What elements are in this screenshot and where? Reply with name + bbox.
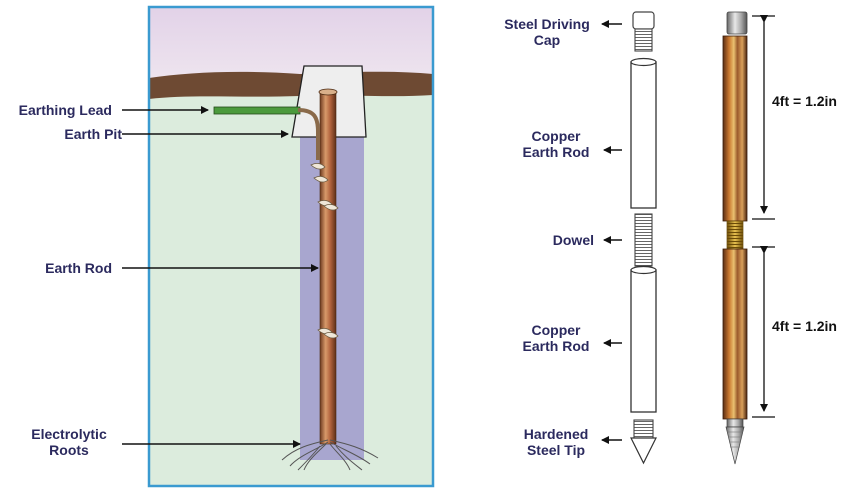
earth-pit-cross-section (147, 5, 435, 488)
dimension-lines (752, 15, 775, 418)
rod-top-cap (318, 88, 338, 96)
earthing-lead (213, 106, 301, 115)
label-steel-driving-cap-line2: Cap (533, 32, 561, 48)
label-electrolytic-roots: Electrolytic Roots (16, 426, 122, 458)
label-earth-rod: Earth Rod (45, 260, 112, 276)
left-pointer-arrows (122, 106, 319, 448)
assembled-tip-collar (726, 418, 744, 428)
label-electrolytic-roots-line2: Roots (49, 442, 89, 458)
assembled-rod (722, 11, 748, 465)
assembled-cap (726, 11, 748, 35)
label-earthing-lead: Earthing Lead (18, 102, 112, 118)
label-hardened-steel-tip-line1: Hardened (523, 426, 589, 442)
label-copper-earth-rod-lower: Copper Earth Rod (506, 322, 606, 354)
assembled-upper-section (722, 35, 748, 222)
label-copper-earth-rod-upper: Copper Earth Rod (506, 128, 606, 160)
panel-frame (147, 5, 435, 488)
assembled-tip (725, 426, 745, 465)
label-copper-earth-rod-lower-line1: Copper (531, 322, 581, 338)
assembled-lower-section (722, 248, 748, 420)
earth-rod (319, 91, 337, 445)
rod-clamps (310, 163, 339, 339)
label-copper-earth-rod-upper-line2: Earth Rod (522, 144, 590, 160)
label-dowel: Dowel (552, 232, 594, 248)
label-copper-earth-rod-lower-line2: Earth Rod (522, 338, 590, 354)
steel-driving-cap-part (632, 11, 655, 52)
copper-earth-rod-upper-part (630, 57, 657, 209)
hardened-steel-tip-part (630, 419, 657, 465)
exploded-assembly (630, 11, 657, 465)
soil-region (149, 86, 433, 486)
topsoil-band (149, 71, 433, 99)
label-electrolytic-roots-line1: Electrolytic (31, 426, 107, 442)
label-steel-driving-cap: Steel Driving Cap (494, 16, 600, 48)
dowel-part (634, 213, 653, 267)
label-earth-pit: Earth Pit (64, 126, 122, 142)
middle-pointer-arrows (601, 20, 622, 444)
dimension-label-upper: 4ft = 1.2in (772, 93, 837, 109)
label-hardened-steel-tip-line2: Steel Tip (526, 442, 586, 458)
assembled-dowel (726, 220, 744, 250)
electrolytic-roots (281, 439, 379, 471)
dimension-label-lower: 4ft = 1.2in (772, 318, 837, 334)
label-steel-driving-cap-line1: Steel Driving (504, 16, 590, 32)
copper-earth-rod-lower-part (630, 265, 657, 413)
label-hardened-steel-tip: Hardened Steel Tip (506, 426, 606, 458)
lead-bend (297, 108, 320, 160)
label-copper-earth-rod-upper-line1: Copper (531, 128, 581, 144)
